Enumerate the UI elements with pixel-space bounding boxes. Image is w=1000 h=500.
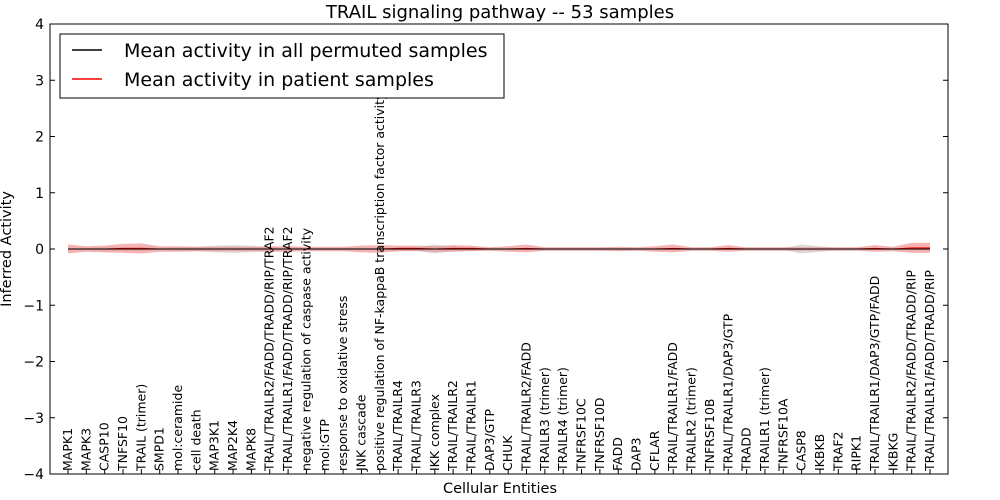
legend-box	[59, 33, 505, 99]
x-category-label: MAPK3	[78, 428, 93, 471]
x-category-label: TRAIL/TRAILR2/FADD/TRADD/RIP/TRAF2	[262, 226, 277, 472]
x-category-label: TNFRSF10A	[775, 398, 790, 472]
x-category-label: TRAILR2 (trimer)	[684, 367, 699, 472]
x-category-label: negative regulation of caspase activity	[298, 227, 313, 471]
y-axis: 4 3 2 1 0 −1 −2 −3 −4	[23, 17, 948, 483]
x-category-label: TRAILR3 (trimer)	[537, 367, 552, 472]
x-category-label: DAP3	[629, 438, 644, 471]
x-category-label: CASP8	[794, 430, 809, 471]
series-band-1	[68, 242, 930, 254]
x-category-label: TRAIL/TRAILR1/DAP3/GTP/FADD	[867, 276, 882, 472]
plot-area	[68, 242, 930, 254]
x-category-label: TRAF2	[830, 431, 845, 472]
x-category-label: MAP3K1	[207, 420, 222, 471]
y-tick-label: 4	[35, 17, 44, 33]
y-tick-label: −4	[23, 467, 44, 483]
x-category-label: TRAIL/TRAILR1/FADD/TRADD/RIP	[922, 270, 937, 472]
y-tick-label: 0	[35, 242, 44, 258]
x-category-label: SMPD1	[152, 427, 167, 471]
y-tick-label: 1	[35, 186, 44, 202]
x-category-label: TNFRSF10D	[592, 397, 607, 472]
x-category-label: IKK complex	[427, 394, 442, 471]
x-category-label: TNFRSF10B	[702, 399, 717, 472]
x-category-label: IKBKB	[812, 434, 827, 471]
x-category-label: mol:GTP	[317, 419, 332, 471]
x-category-label: TRAIL/TRAILR1/FADD	[665, 342, 680, 472]
x-category-label: CHUK	[500, 435, 515, 471]
x-category-label: TRAIL/TRAILR1	[464, 380, 479, 472]
x-category-label: TRAIL/TRAILR2/FADD	[519, 342, 534, 472]
x-category-label: TNFRSF10C	[574, 398, 589, 472]
x-category-label: DAP3/GTP	[482, 408, 497, 471]
y-tick-label: −2	[23, 355, 44, 371]
x-axis-label: Cellular Entities	[443, 481, 557, 497]
x-category-label: TRAIL/TRAILR2/FADD/TRADD/RIP	[904, 270, 919, 472]
x-category-label: CASP10	[97, 422, 112, 471]
plot-frame	[49, 23, 949, 475]
x-category-label: mol:ceramide	[170, 385, 185, 471]
x-category-label: TRAIL/TRAILR2	[445, 380, 460, 472]
x-category-label: CFLAR	[647, 430, 662, 471]
x-category-label: response to oxidative stress	[335, 296, 350, 471]
x-category-label: MAPK1	[60, 428, 75, 471]
x-category-label: TRAIL/TRAILR4	[390, 380, 405, 472]
chart-title: TRAIL signaling pathway -- 53 samples	[325, 2, 674, 23]
x-category-label: positive regulation of NF-kappaB transcr…	[372, 92, 387, 471]
x-category-label: cell death	[188, 409, 203, 471]
legend: Mean activity in all permuted samples Me…	[59, 33, 505, 99]
legend-entry-patient: Mean activity in patient samples	[124, 69, 434, 91]
y-tick-label: 2	[35, 130, 44, 146]
y-tick-label: −3	[23, 411, 44, 427]
x-category-label: TRAIL/TRAILR3	[409, 380, 424, 472]
x-category-label: TRAILR1 (trimer)	[757, 367, 772, 472]
x-category-label: RIPK1	[849, 435, 864, 471]
legend-entry-permuted: Mean activity in all permuted samples	[124, 40, 487, 62]
x-category-label: MAP2K4	[225, 420, 240, 471]
x-category-label: TRAIL/TRAILR1/FADD/TRADD/RIP/TRAF2	[280, 226, 295, 472]
x-category-label: TRADD	[739, 427, 754, 472]
x-category-label: TRAILR4 (trimer)	[555, 367, 570, 472]
x-category-label: TRAIL/TRAILR1/DAP3/GTP	[720, 313, 735, 472]
x-category-label: IKBKG	[885, 433, 900, 471]
y-tick-label: 3	[35, 73, 44, 89]
x-category-label: TRAIL (trimer)	[133, 384, 148, 472]
x-category-label: TNFSF10	[115, 416, 130, 472]
x-category-label: JNK cascade	[353, 394, 368, 472]
x-category-label: MAPK8	[243, 428, 258, 471]
x-category-label: FADD	[610, 437, 625, 471]
y-axis-label: Inferred Activity	[0, 191, 15, 307]
y-tick-label: −1	[23, 298, 44, 314]
